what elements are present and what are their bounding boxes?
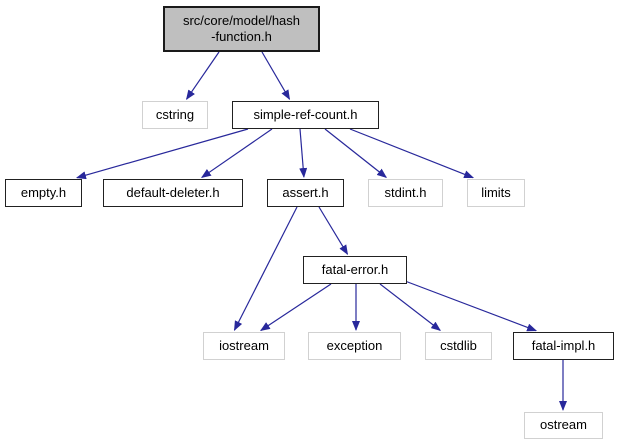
node-fatal-error[interactable]: fatal-error.h	[303, 256, 407, 284]
edge-fatal-error-to-cstdlib	[379, 283, 441, 331]
edge-hash-function-to-cstring	[185, 51, 220, 100]
edge-simple-ref-count-to-assert	[299, 128, 308, 178]
node-exception: exception	[308, 332, 401, 360]
edge-hash-function-to-simple-ref-count	[261, 51, 291, 101]
node-cstring: cstring	[142, 101, 208, 129]
edge-simple-ref-count-to-stdint	[324, 128, 388, 178]
edge-fatal-error-to-fatal-impl	[404, 280, 537, 332]
node-assert[interactable]: assert.h	[267, 179, 344, 207]
edge-assert-to-iostream	[233, 206, 298, 331]
node-empty[interactable]: empty.h	[5, 179, 82, 207]
node-stdint: stdint.h	[368, 179, 443, 207]
edge-lines	[75, 51, 567, 411]
edge-simple-ref-count-to-empty	[75, 128, 249, 180]
edge-simple-ref-count-to-default-deleter	[201, 128, 273, 178]
node-simple-ref-count[interactable]: simple-ref-count.h	[232, 101, 379, 129]
node-hash-function: src/core/model/hash -function.h	[163, 6, 320, 52]
node-iostream: iostream	[203, 332, 285, 360]
node-cstdlib: cstdlib	[425, 332, 492, 360]
node-ostream: ostream	[524, 412, 603, 439]
node-fatal-impl[interactable]: fatal-impl.h	[513, 332, 614, 360]
node-default-deleter[interactable]: default-deleter.h	[103, 179, 243, 207]
edge-fatal-error-to-iostream	[260, 283, 332, 331]
edge-assert-to-fatal-error	[318, 206, 348, 256]
node-limits: limits	[467, 179, 525, 207]
edge-simple-ref-count-to-limits	[349, 128, 474, 179]
